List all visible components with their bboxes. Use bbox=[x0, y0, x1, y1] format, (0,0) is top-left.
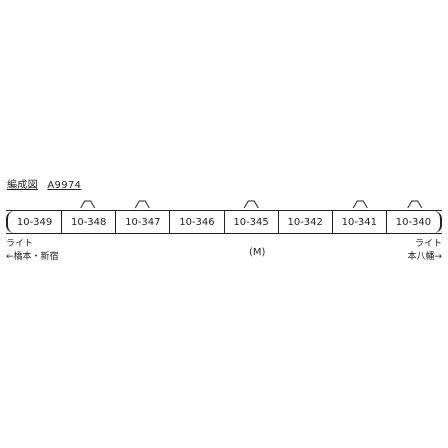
car-3: 10-347 bbox=[115, 211, 169, 233]
formation-code: A9974 bbox=[47, 180, 82, 191]
right-light-label: ライト bbox=[414, 239, 442, 249]
pantograph-icon bbox=[243, 200, 259, 209]
train-formation: 10-349 10-348 10-347 10-346 10-345 10-34… bbox=[6, 210, 442, 234]
left-light-label: ライト bbox=[6, 239, 34, 249]
car-6: 10-342 bbox=[277, 211, 332, 233]
motor-car-label: (M) bbox=[249, 247, 266, 258]
pantograph-icon bbox=[80, 200, 96, 209]
formation-title-label: 編成図 bbox=[7, 180, 38, 191]
right-end-notes: ライト 本八幡→ bbox=[407, 238, 442, 264]
car-2: 10-348 bbox=[61, 211, 115, 233]
right-direction-label: 本八幡→ bbox=[407, 252, 442, 262]
car-5: 10-345 bbox=[223, 211, 278, 233]
formation-title: 編成図 A9974 bbox=[7, 176, 81, 191]
pantograph-row bbox=[80, 200, 423, 209]
car-8: 10-340 bbox=[385, 211, 442, 233]
left-direction-label: ←橋本・新宿 bbox=[6, 252, 59, 262]
car-7: 10-341 bbox=[331, 211, 386, 233]
left-end-notes: ライト ←橋本・新宿 bbox=[6, 238, 59, 264]
car-4: 10-346 bbox=[169, 211, 223, 233]
pantograph-icon bbox=[407, 200, 423, 209]
pantograph-icon bbox=[352, 200, 368, 209]
pantograph-icon bbox=[134, 200, 150, 209]
car-1: 10-349 bbox=[6, 211, 61, 233]
